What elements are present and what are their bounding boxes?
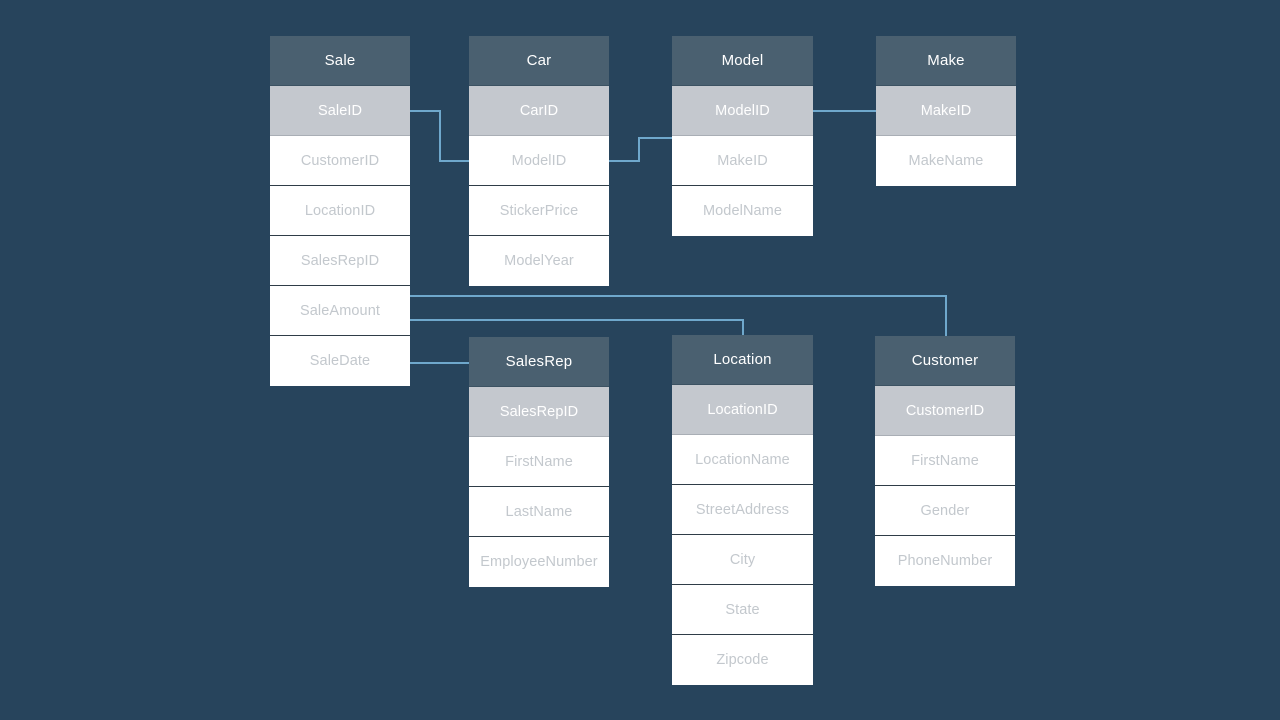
field-model-makeid[interactable]: MakeID	[672, 136, 813, 186]
field-make-makename[interactable]: MakeName	[876, 136, 1016, 186]
field-salesrep-firstname[interactable]: FirstName	[469, 437, 609, 487]
primary-key-field-salesrep-salesrepid[interactable]: SalesRepID	[469, 387, 609, 437]
relationship-line-car-modelid-to-model-modelid	[609, 137, 672, 162]
entity-header-make: Make	[876, 36, 1016, 86]
field-sale-saledate[interactable]: SaleDate	[270, 336, 410, 386]
primary-key-field-customer-customerid[interactable]: CustomerID	[875, 386, 1015, 436]
relationship-line-sale-locationid-to-location	[410, 319, 744, 335]
field-customer-phonenumber[interactable]: PhoneNumber	[875, 536, 1015, 586]
field-location-locationname[interactable]: LocationName	[672, 435, 813, 485]
field-sale-saleamount[interactable]: SaleAmount	[270, 286, 410, 336]
entity-header-model: Model	[672, 36, 813, 86]
field-location-city[interactable]: City	[672, 535, 813, 585]
entity-header-car: Car	[469, 36, 609, 86]
field-sale-customerid[interactable]: CustomerID	[270, 136, 410, 186]
entity-header-salesrep: SalesRep	[469, 337, 609, 387]
field-model-modelname[interactable]: ModelName	[672, 186, 813, 236]
field-sale-locationid[interactable]: LocationID	[270, 186, 410, 236]
primary-key-field-model-modelid[interactable]: ModelID	[672, 86, 813, 136]
entity-header-location: Location	[672, 335, 813, 385]
primary-key-field-car-carid[interactable]: CarID	[469, 86, 609, 136]
relationship-line-sale-customerid-to-customer	[410, 295, 947, 336]
field-location-state[interactable]: State	[672, 585, 813, 635]
entity-header-customer: Customer	[875, 336, 1015, 386]
field-sale-salesrepid[interactable]: SalesRepID	[270, 236, 410, 286]
primary-key-field-sale-saleid[interactable]: SaleID	[270, 86, 410, 136]
field-salesrep-employeenumber[interactable]: EmployeeNumber	[469, 537, 609, 587]
field-customer-firstname[interactable]: FirstName	[875, 436, 1015, 486]
entity-header-sale: Sale	[270, 36, 410, 86]
field-car-modelyear[interactable]: ModelYear	[469, 236, 609, 286]
field-car-stickerprice[interactable]: StickerPrice	[469, 186, 609, 236]
primary-key-field-location-locationid[interactable]: LocationID	[672, 385, 813, 435]
primary-key-field-make-makeid[interactable]: MakeID	[876, 86, 1016, 136]
field-location-streetaddress[interactable]: StreetAddress	[672, 485, 813, 535]
field-car-modelid[interactable]: ModelID	[469, 136, 609, 186]
field-customer-gender[interactable]: Gender	[875, 486, 1015, 536]
field-location-zipcode[interactable]: Zipcode	[672, 635, 813, 685]
relationship-line-sale-saleid-to-car-modelid	[410, 110, 469, 162]
field-salesrep-lastname[interactable]: LastName	[469, 487, 609, 537]
